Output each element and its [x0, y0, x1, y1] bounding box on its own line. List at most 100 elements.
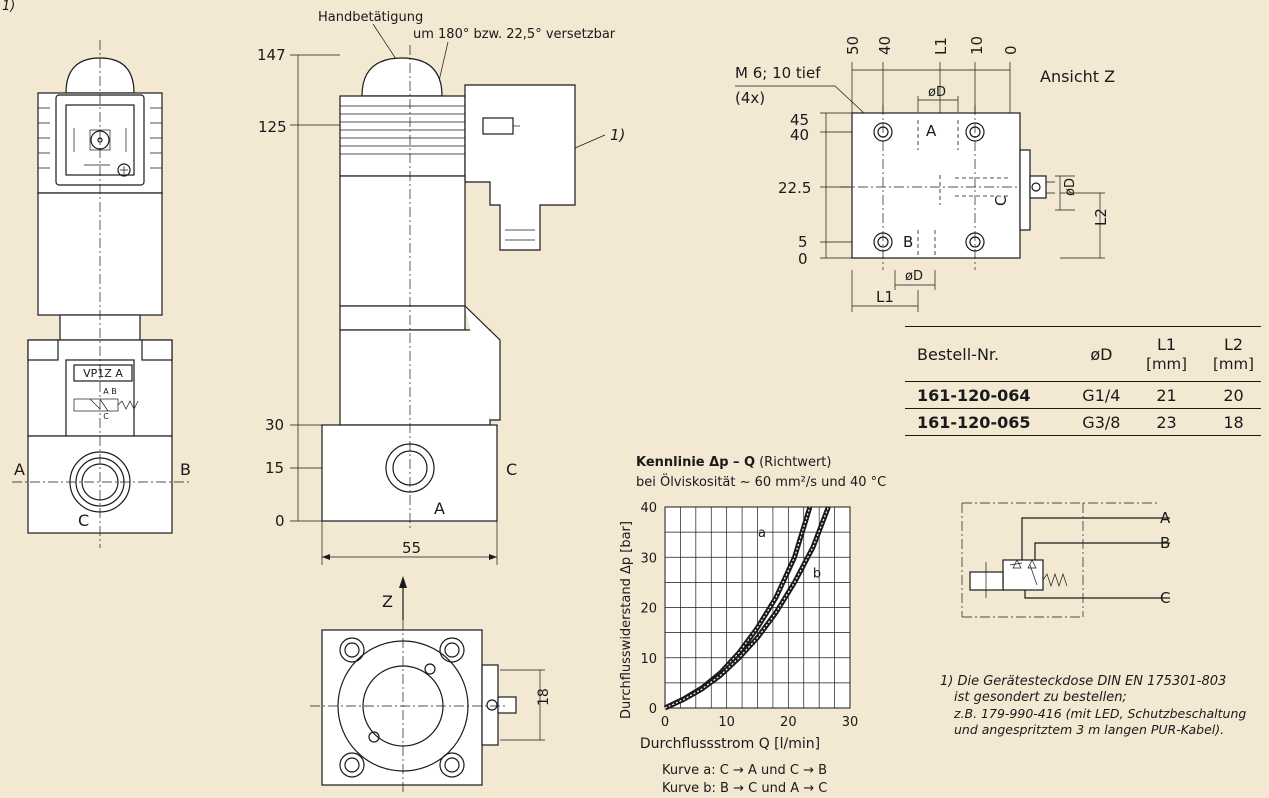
left-dim-5: 5	[798, 233, 808, 251]
dim-30: 30	[265, 416, 284, 434]
ansicht-z-title: Ansicht Z	[1040, 67, 1115, 86]
x-tick-label: 30	[842, 715, 859, 730]
symbol-ab: A B	[103, 387, 117, 396]
order-number: 161-120-065	[917, 412, 1031, 432]
order-number: 161-120-064	[917, 385, 1031, 405]
od-value: G1/4	[1082, 385, 1121, 405]
schem-port-c: C	[1160, 589, 1170, 607]
order-table-header: Bestell-Nr. øD L1[mm] L2[mm]	[905, 326, 1261, 382]
dim-15: 15	[265, 459, 284, 477]
left-dim-40: 40	[790, 126, 809, 144]
l1-bottom: L1	[876, 288, 894, 306]
y-tick-label: 40	[640, 501, 657, 516]
schem-port-a: A	[1160, 509, 1171, 527]
hydraulic-schematic: A B C	[961, 502, 1171, 618]
od-right: øD	[1063, 178, 1078, 196]
chart-title-main: Kennlinie Δp – Q	[636, 455, 755, 470]
header-l1: L1[mm]	[1127, 327, 1194, 382]
top-dim-50: 50	[844, 36, 862, 55]
thread-count: (4x)	[735, 89, 765, 107]
side-port-a: A	[434, 499, 445, 518]
top-dim-40: 40	[876, 36, 894, 55]
top-left-footnote-ref: 1)	[2, 0, 15, 14]
dim-147: 147	[257, 46, 286, 64]
y-tick-label: 30	[640, 551, 657, 566]
label-versetzbar: um 180° bzw. 22,5° versetzbar	[413, 27, 616, 42]
front-port-b: B	[180, 460, 191, 479]
chart-grid	[664, 506, 851, 709]
valve-label: VP1Z A	[83, 367, 123, 380]
chart-title-suffix: (Richtwert)	[759, 455, 831, 470]
schem-port-b: B	[1160, 534, 1170, 552]
series-label-b: b	[813, 566, 821, 581]
od-value: G3/8	[1082, 412, 1121, 432]
header-l2: L2[mm]	[1194, 327, 1261, 382]
series-line-b-band	[663, 506, 831, 711]
header-l2-unit: [mm]	[1213, 354, 1254, 373]
table-row: 161-120-065 G3/8 23 18	[905, 409, 1261, 436]
top-dim-10: 10	[968, 36, 986, 55]
left-dim-0: 0	[798, 250, 808, 268]
footnote-line-1: 1) Die Gerätesteckdose DIN EN 175301-803	[940, 674, 1227, 689]
front-view: VP1Z A A B C A B C	[12, 40, 191, 548]
ansicht-z: Ansicht Z M 6; 10 tief (4x) 50 40 L1 10 …	[735, 36, 1115, 312]
table-row: 161-120-064 G1/4 21 20	[905, 382, 1261, 409]
z-label: Z	[382, 592, 393, 611]
l1-value: 21	[1156, 385, 1177, 405]
ansicht-port-c: C	[992, 196, 1010, 206]
dim-18: 18	[536, 688, 552, 706]
label-handbetaetigung: Handbetätigung	[318, 10, 423, 25]
l1-value: 23	[1156, 412, 1177, 432]
symbol-c: C	[103, 412, 109, 421]
dim-125: 125	[258, 118, 287, 136]
l2-right: L2	[1092, 208, 1110, 226]
ansicht-port-a: A	[926, 122, 937, 140]
footnote-line-3: z.B. 179-990-416 (mit LED, Schutzbeschal…	[954, 706, 1247, 721]
order-table: Bestell-Nr. øD L1[mm] L2[mm] 161-120-064…	[905, 326, 1261, 436]
front-port-a: A	[14, 460, 25, 479]
dim-0: 0	[275, 512, 285, 530]
footnote-line-4: und angespritztem 3 m langen PUR-Kabel).	[954, 722, 1225, 737]
y-tick-label: 0	[649, 702, 657, 717]
ansicht-port-b: B	[903, 233, 913, 251]
chart-title: Kennlinie Δp – Q (Richtwert)	[636, 455, 831, 470]
x-tick-label: 20	[780, 715, 797, 730]
chart-ylabel: Durchflusswiderstand Δp [bar]	[619, 521, 634, 719]
od-bottom: øD	[905, 269, 923, 284]
chart-xlabel: Durchflussstrom Q [l/min]	[640, 736, 820, 752]
side-view: Handbetätigung um 180° bzw. 22,5° verset…	[257, 10, 625, 565]
front-port-c: C	[78, 511, 89, 530]
chart-legend-b: Kurve b: B → C und A → C	[662, 781, 827, 796]
y-tick-label: 20	[640, 602, 657, 617]
top-dim-0: 0	[1002, 45, 1020, 55]
x-tick-label: 10	[718, 715, 735, 730]
x-tick-label: 0	[661, 715, 669, 730]
chart-legend-a: Kurve a: C → A und C → B	[662, 763, 827, 778]
footnote: 1) Die Gerätesteckdose DIN EN 175301-803…	[940, 674, 1269, 738]
series-label-a: a	[758, 526, 766, 541]
l2-value: 18	[1223, 412, 1244, 432]
header-l2-label: L2	[1223, 334, 1244, 354]
footnote-line-2: ist gesondert zu bestellen;	[954, 690, 1127, 705]
chart-curves: ab	[663, 506, 831, 711]
header-l1-label: L1	[1157, 334, 1177, 354]
side-footnote-ref: 1)	[610, 126, 625, 144]
z-view: Z 18	[310, 576, 552, 792]
thread-label: M 6; 10 tief	[735, 64, 821, 82]
header-l1-unit: [mm]	[1146, 354, 1188, 373]
od-top: øD	[928, 85, 946, 100]
header-od: øD	[1090, 344, 1113, 364]
series-line-a	[664, 506, 811, 709]
chart: Kennlinie Δp – Q (Richtwert) bei Ölviskos…	[619, 455, 886, 796]
dim-55: 55	[402, 539, 421, 557]
l2-value: 20	[1223, 385, 1244, 405]
left-dim-45: 45	[790, 111, 809, 129]
top-dim-l1: L1	[932, 37, 950, 55]
left-dim-22-5: 22.5	[778, 179, 811, 197]
side-port-c: C	[506, 460, 517, 479]
chart-subtitle: bei Ölviskosität ~ 60 mm²/s und 40 °C	[636, 473, 886, 490]
header-bestell-nr: Bestell-Nr.	[917, 344, 1000, 364]
y-tick-label: 10	[640, 652, 657, 667]
chart-ticks: 0 10 20 30 0 10 20 30 40	[640, 501, 858, 730]
